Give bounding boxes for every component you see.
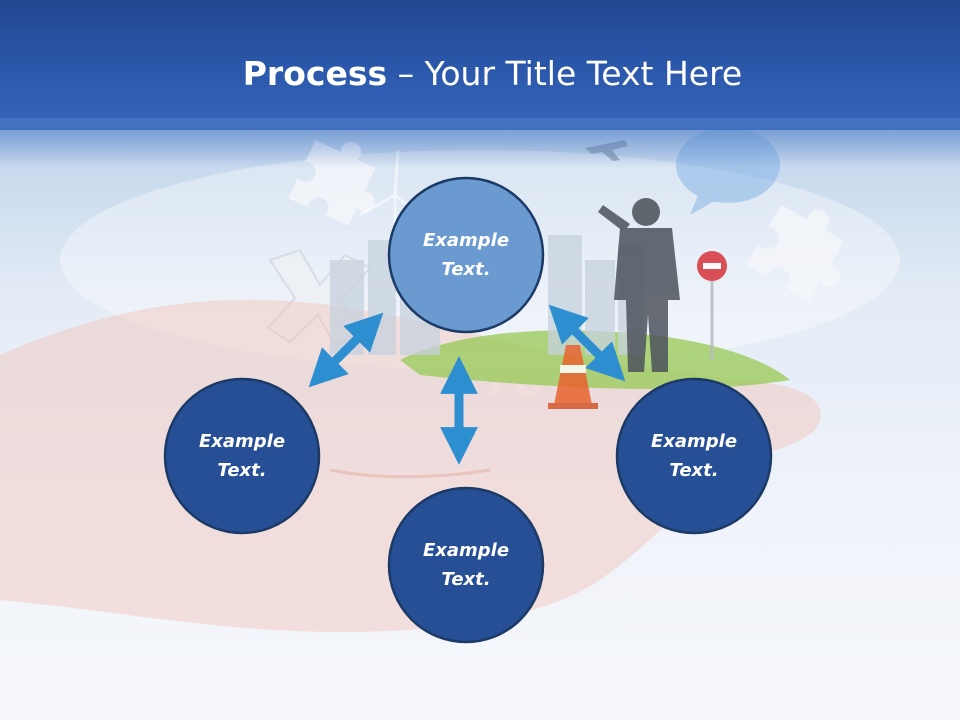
- arrow-top-left: [308, 312, 384, 388]
- node-circle-left[interactable]: [163, 377, 321, 535]
- node-label-right-line2: Text.: [669, 460, 719, 481]
- title-bar: [0, 0, 960, 130]
- node-label-right: Example Text.: [614, 427, 774, 485]
- node-label-bottom: Example Text.: [386, 536, 546, 594]
- slide-title-bold: Process: [242, 54, 388, 93]
- businessman-illustration: [598, 198, 680, 372]
- node-label-bottom-line1: Example: [422, 540, 510, 561]
- title-bar-fade: [0, 118, 960, 168]
- no-entry-sign-icon: [697, 251, 727, 360]
- node-label-left-line2: Text.: [217, 460, 267, 481]
- node-label-top-line2: Text.: [441, 259, 491, 280]
- puzzle-piece-icon: [746, 204, 844, 302]
- slide-title-rest: – Your Title Text Here: [387, 54, 743, 93]
- node-circle-bottom[interactable]: [387, 486, 545, 644]
- node-label-right-line1: Example: [650, 431, 738, 452]
- arrow-top-right: [548, 304, 626, 382]
- node-circle-right[interactable]: [615, 377, 773, 535]
- slide-title: Process – Your Title Text Here: [0, 52, 960, 96]
- node-label-top: Example Text.: [386, 226, 546, 284]
- node-circle-top[interactable]: [387, 176, 545, 334]
- node-label-top-line1: Example: [422, 230, 510, 251]
- node-label-left: Example Text.: [162, 427, 322, 485]
- node-label-left-line1: Example: [198, 431, 286, 452]
- node-label-bottom-line2: Text.: [441, 569, 491, 590]
